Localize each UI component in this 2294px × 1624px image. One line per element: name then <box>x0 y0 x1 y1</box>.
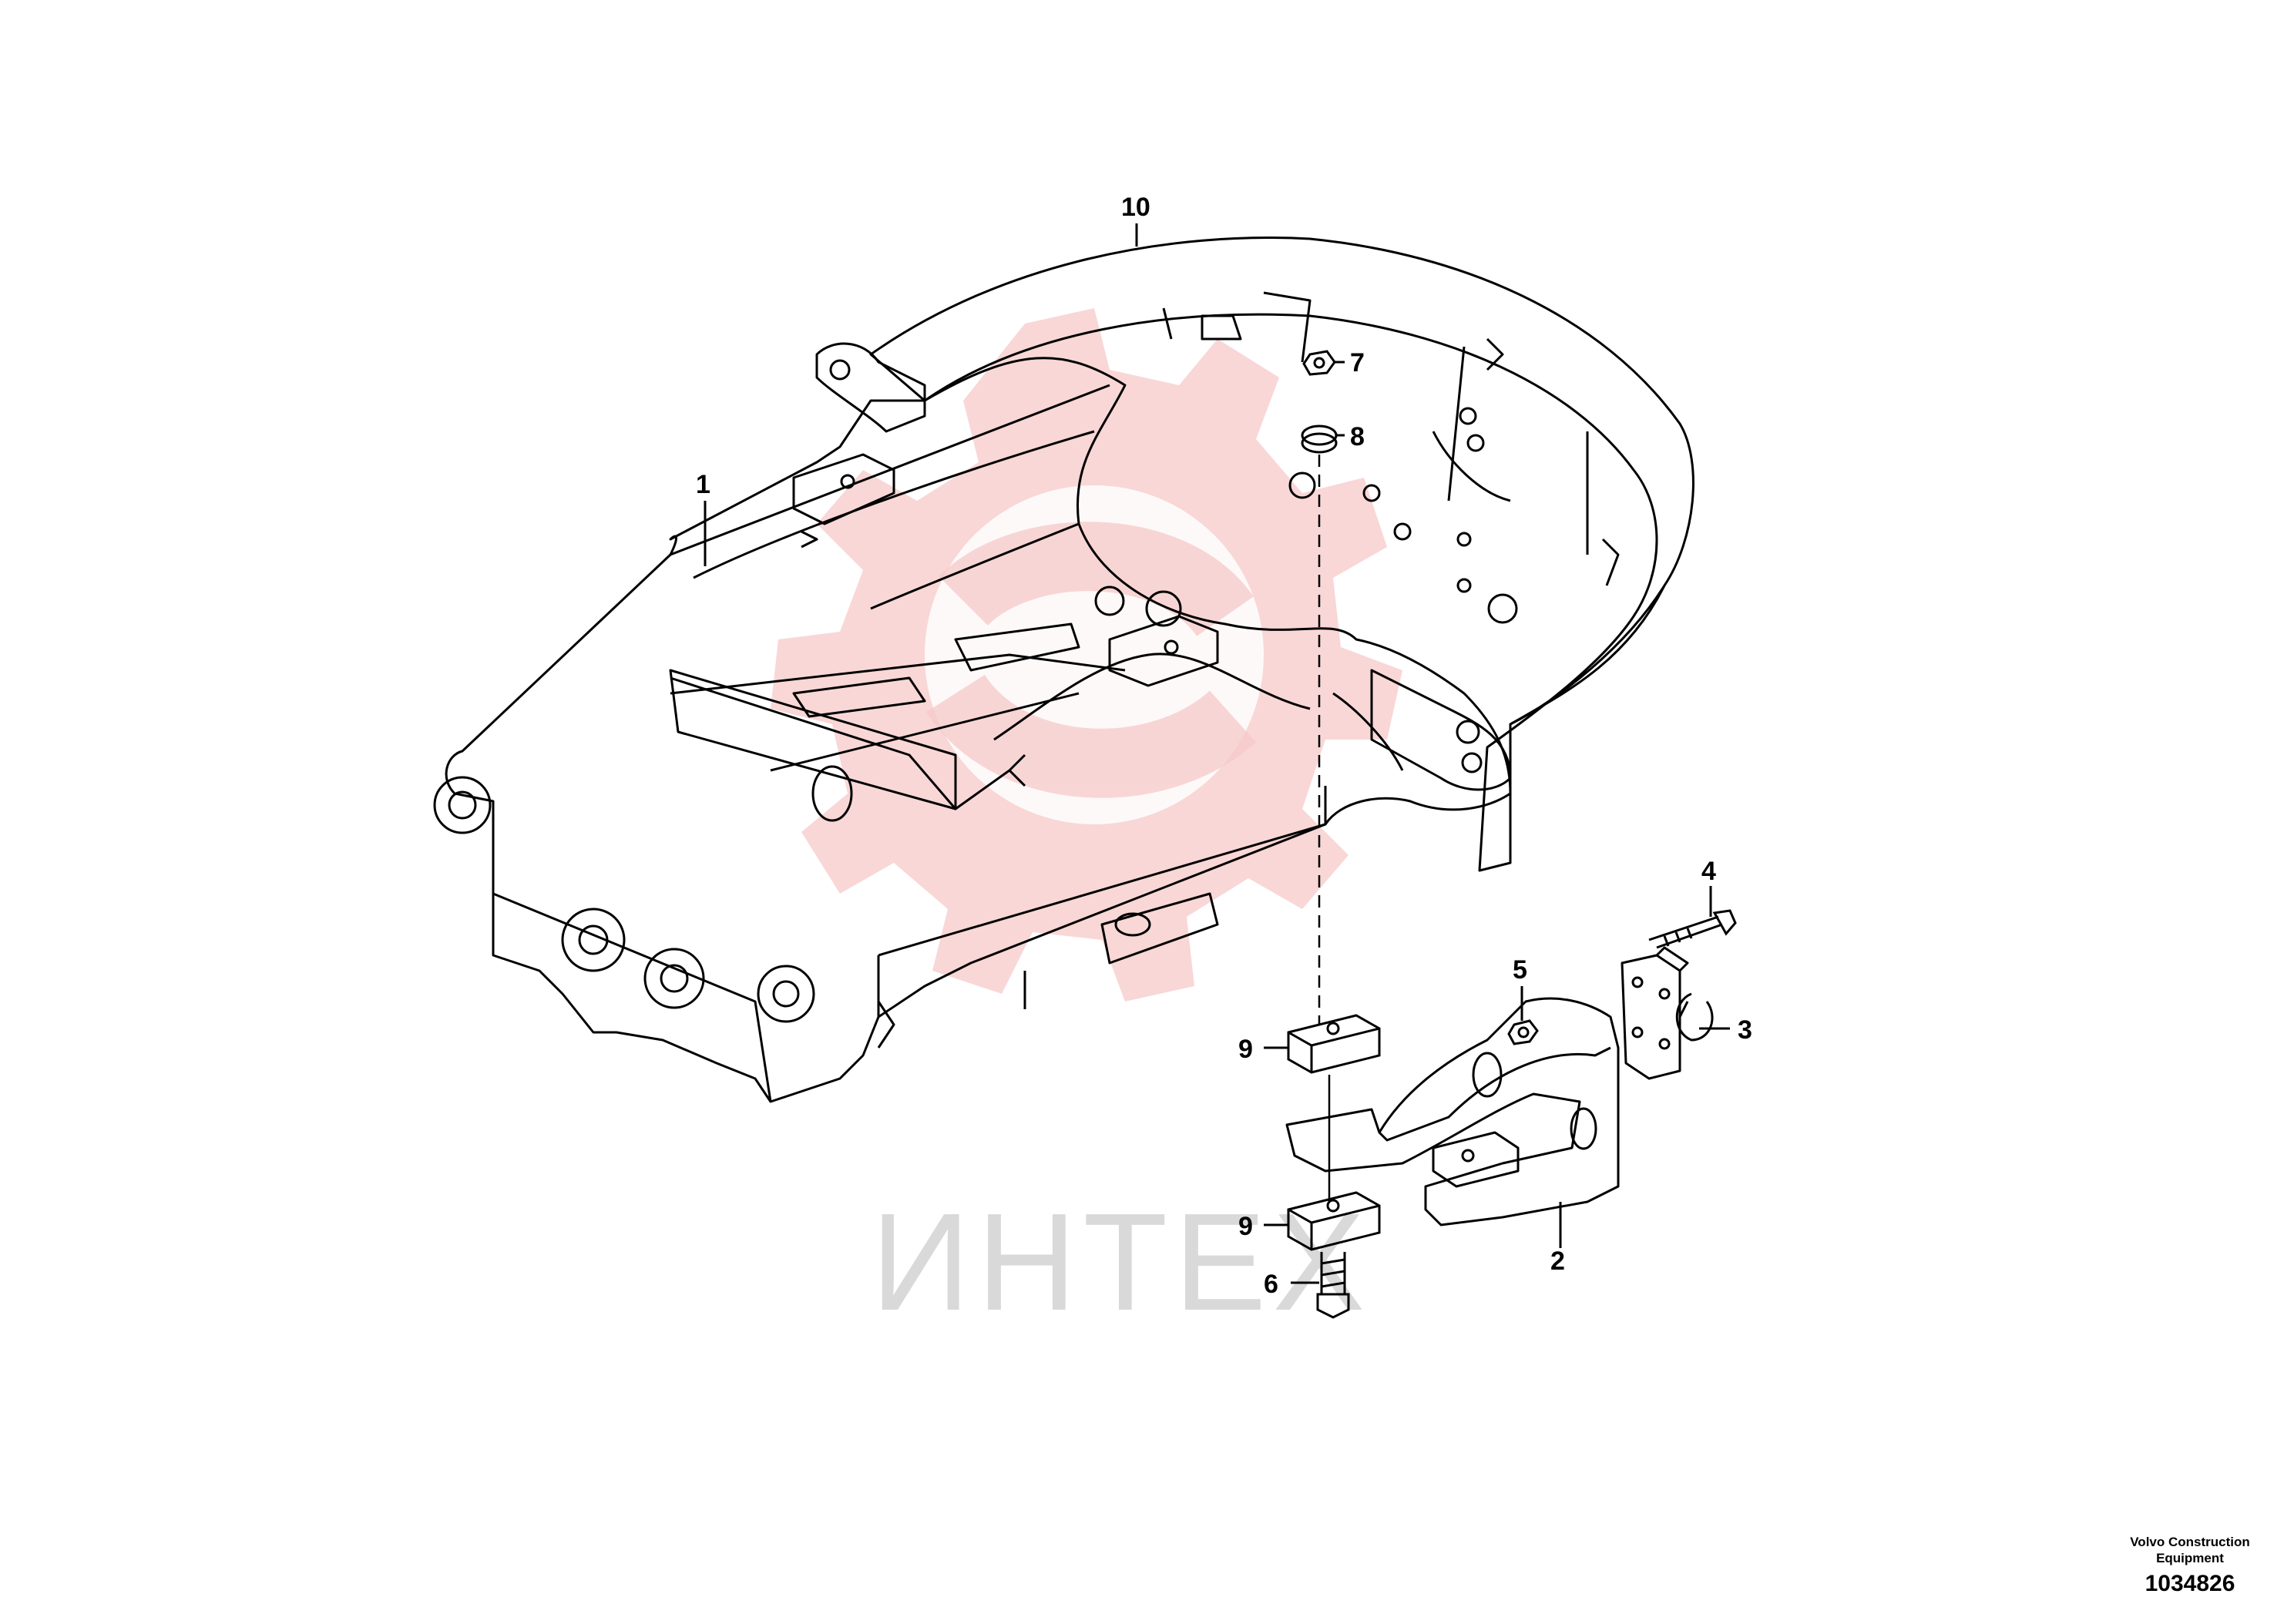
part-spacer-9-lower <box>1287 1191 1381 1251</box>
callout-2: 2 <box>1550 1247 1565 1276</box>
callout-4: 4 <box>1701 857 1716 886</box>
part-upper-frame <box>433 342 1518 1103</box>
callout-9-upper: 9 <box>1238 1035 1253 1064</box>
credit-line-2: Equipment <box>2156 1551 2224 1565</box>
callout-8: 8 <box>1350 422 1365 451</box>
part-spacer-9-upper <box>1287 1014 1381 1074</box>
callout-labels: 1 2 3 4 5 6 7 8 9 9 10 <box>696 193 1752 1299</box>
callout-1: 1 <box>696 470 710 499</box>
part-bolt-4 <box>1648 909 1737 949</box>
part-nut-5 <box>1507 1019 1539 1045</box>
illustration-number: 1034826 <box>2145 1571 2235 1596</box>
callout-6: 6 <box>1264 1270 1278 1299</box>
part-nut-7 <box>1302 350 1336 376</box>
callout-3: 3 <box>1738 1015 1752 1045</box>
watermark-text: ИНТЕХ <box>871 1185 1371 1340</box>
part-bracket <box>1285 946 1689 1226</box>
callout-5: 5 <box>1513 955 1527 985</box>
part-washer-8 <box>1301 424 1338 454</box>
part-bolt-6 <box>1316 1252 1350 1319</box>
credit-block: Volvo Construction Equipment 1034826 <box>2109 1534 2271 1597</box>
assembly-axis-line <box>1318 455 1331 1202</box>
callout-10: 10 <box>1121 193 1150 222</box>
callout-7: 7 <box>1350 348 1365 377</box>
leader-lines <box>704 223 1730 1284</box>
callout-9-lower: 9 <box>1238 1212 1253 1241</box>
credit-line-1: Volvo Construction <box>2130 1535 2250 1549</box>
part-hook <box>1675 992 1714 1042</box>
